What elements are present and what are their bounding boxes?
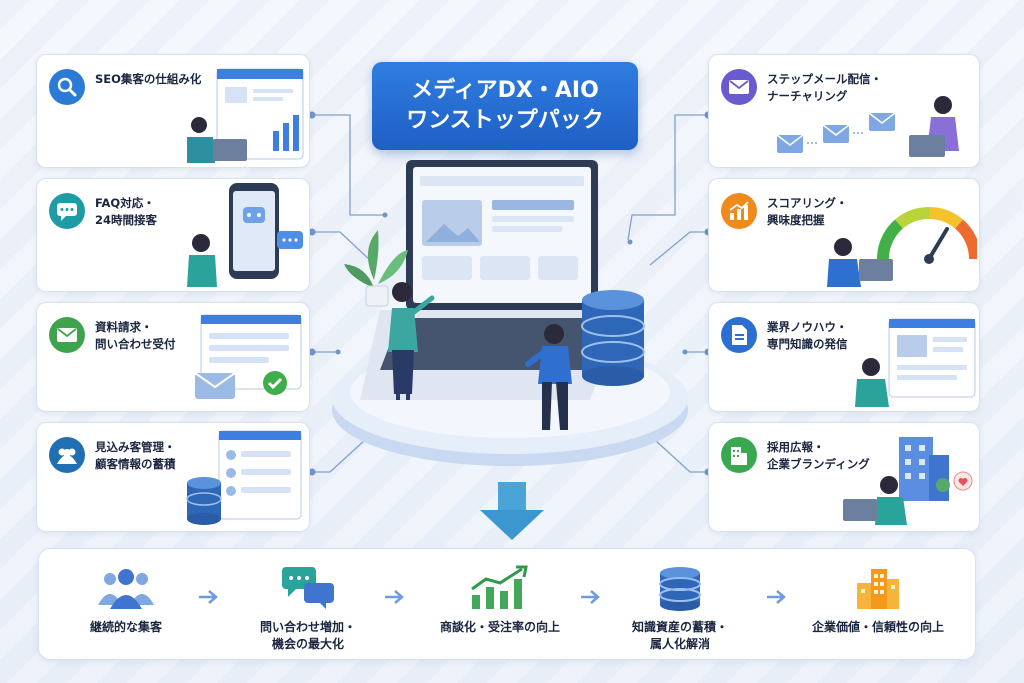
card-seo[interactable]: SEO集客の仕組み化	[36, 54, 310, 168]
card-label: 見込み客管理・ 顧客情報の蓄積	[95, 440, 176, 471]
step-corporate-value: 企業価値・信頼性の向上	[803, 549, 953, 659]
card-label: 採用広報・ 企業ブランディング	[767, 440, 870, 471]
knowhow-illustration	[855, 318, 976, 407]
card-label: SEO集客の仕組み化	[95, 72, 202, 86]
card-label: 業界ノウハウ・ 専門知識の発信	[767, 320, 848, 351]
arrow-right-icon	[385, 590, 404, 604]
users-icon	[49, 437, 85, 473]
mail-icon	[49, 317, 85, 353]
card-label: スコアリング・ 興味度把握	[767, 196, 848, 227]
card-faq[interactable]: FAQ対応・ 24時間接客	[36, 178, 310, 292]
step-label: 知識資産の蓄積・ 属人化解消	[631, 620, 728, 651]
outcome-flow-panel: 継続的な集客 問い合わせ増加・ 機会の最大化 商談化・受注率の向上 知識資産の蓄…	[38, 548, 976, 660]
chat-bubbles-icon	[282, 567, 334, 609]
arrow-right-icon	[767, 590, 786, 604]
growth-chart-icon	[471, 565, 528, 609]
people-group-icon	[98, 569, 154, 609]
card-inquiry[interactable]: 資料請求・ 問い合わせ受付	[36, 302, 310, 412]
building-icon	[721, 437, 757, 473]
seo-illustration	[187, 68, 304, 163]
down-arrow-icon	[480, 482, 544, 540]
chart-up-icon	[721, 193, 757, 229]
step-label: 継続的な集客	[89, 620, 162, 634]
envelope-icon	[721, 69, 757, 105]
step-label: 問い合わせ増加・ 機会の最大化	[259, 620, 356, 651]
scoring-gauge-illustration	[827, 206, 977, 287]
chat-icon	[49, 193, 85, 229]
arrow-right-icon	[199, 590, 218, 604]
title-line1: メディアDX・AIO	[411, 78, 599, 103]
title-line2: ワンストップパック	[406, 108, 604, 133]
center-platform-illustration	[332, 160, 688, 466]
card-label: ステップメール配信・ ナーチャリング	[767, 72, 882, 103]
arrow-right-icon	[581, 590, 600, 604]
card-label: 資料請求・ 問い合わせ受付	[95, 320, 176, 351]
step-mail-illustration	[776, 96, 959, 157]
card-leads[interactable]: 見込み客管理・ 顧客情報の蓄積	[36, 422, 310, 532]
branding-illustration	[843, 437, 973, 525]
title-banner: メディアDX・AIO ワンストップパック	[372, 62, 638, 150]
card-label: FAQ対応・ 24時間接客	[95, 196, 158, 227]
faq-illustration	[187, 183, 303, 287]
card-scoring[interactable]: スコアリング・ 興味度把握	[708, 178, 980, 292]
card-knowhow[interactable]: 業界ノウハウ・ 専門知識の発信	[708, 302, 980, 412]
document-icon	[721, 317, 757, 353]
step-label: 企業価値・信頼性の向上	[811, 620, 944, 634]
step-continuous-acquisition: 継続的な集客	[51, 549, 201, 659]
inquiry-illustration	[194, 314, 302, 399]
step-knowledge-assets: 知識資産の蓄積・ 属人化解消	[605, 549, 755, 659]
card-step-mail[interactable]: ステップメール配信・ ナーチャリング	[708, 54, 980, 168]
step-deal-conversion: 商談化・受注率の向上	[425, 549, 575, 659]
card-branding[interactable]: 採用広報・ 企業ブランディング	[708, 422, 980, 532]
step-label: 商談化・受注率の向上	[439, 620, 560, 634]
step-inquiry-increase: 問い合わせ増加・ 機会の最大化	[233, 549, 383, 659]
database-icon	[659, 567, 701, 611]
search-icon	[49, 69, 85, 105]
buildings-icon	[857, 569, 899, 609]
leads-illustration	[186, 430, 302, 525]
